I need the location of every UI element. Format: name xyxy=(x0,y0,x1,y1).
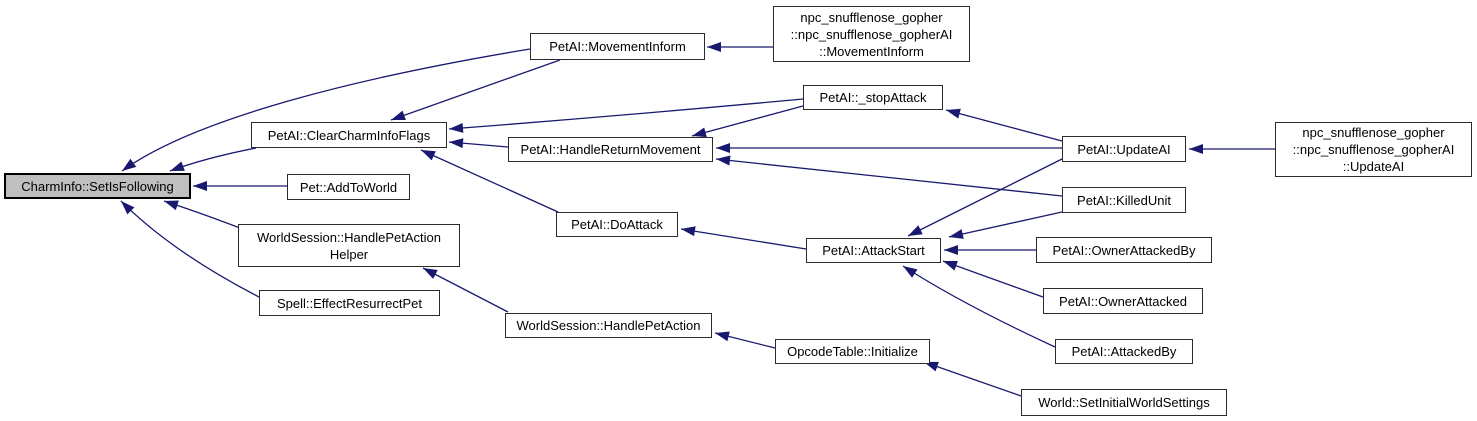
graph-node-petai-killedunit[interactable]: PetAI::KilledUnit xyxy=(1062,187,1186,213)
arrowhead-petai-attackedby--to--petai-attackstart xyxy=(903,266,918,278)
arrowhead-petai-clearcharminfoflags--to--charminfo-setisfollowing xyxy=(170,161,185,171)
node-label: npc_snufflenose_gopher xyxy=(1302,125,1445,140)
node-label: Spell::EffectResurrectPet xyxy=(277,295,422,311)
edge-petai-stopattack--to--petai-clearcharminfoflags xyxy=(448,98,804,130)
node-label: PetAI::OwnerAttacked xyxy=(1059,293,1187,309)
arrowhead-petai-doattack--to--petai-clearcharminfoflags xyxy=(421,150,436,161)
arrowhead-worldsession-handlepetactionhelper--to--charminfo-setisfollowing xyxy=(164,200,179,211)
node-label: npc_snufflenose_gopher xyxy=(800,9,943,25)
graph-node-petai-doattack[interactable]: PetAI::DoAttack xyxy=(556,212,678,237)
edge-worldsession-handlepetaction--to--worldsession-handlepetactionhelper xyxy=(422,267,509,313)
edge-petai-attackstart--to--petai-doattack xyxy=(680,228,807,250)
edge-petai-killedunit--to--petai-handlereturnmovement xyxy=(715,158,1063,197)
node-label: ::npc_snufflenose_gopherAI xyxy=(1292,142,1455,157)
graph-node-opcodetable-initialize[interactable]: OpcodeTable::Initialize xyxy=(775,339,930,364)
arrowhead-spell-effectresurrectpet--to--charminfo-setisfollowing xyxy=(121,201,135,215)
arrowhead-petai-movementinform--to--petai-clearcharminfoflags xyxy=(391,110,406,121)
graph-node-npc-snufflenose-gopher-movementinform[interactable]: npc_snufflenose_gopher::npc_snufflenose_… xyxy=(773,6,970,62)
node-label: ::npc_snufflenose_gopherAI xyxy=(790,26,953,42)
graph-node-spell-effectresurrectpet[interactable]: Spell::EffectResurrectPet xyxy=(259,290,440,316)
node-label: PetAI::MovementInform xyxy=(549,39,686,54)
node-label: ::UpdateAI xyxy=(1342,159,1405,174)
edge-petai-updateai--to--petai-stopattack xyxy=(945,109,1063,142)
arrowhead-worldsession-handlepetaction--to--worldsession-handlepetactionhelper xyxy=(423,268,438,279)
node-label: PetAI::UpdateAI xyxy=(1077,141,1171,157)
node-label: PetAI::AttackStart xyxy=(822,243,925,258)
edge-spell-effectresurrectpet--to--charminfo-setisfollowing xyxy=(120,200,260,298)
arrowhead-petai-ownerattacked--to--petai-attackstart xyxy=(943,261,958,271)
node-label: World::SetInitialWorldSettings xyxy=(1038,395,1210,410)
node-label: PetAI::DoAttack xyxy=(571,217,663,232)
node-label: WorldSession::HandlePetAction xyxy=(256,229,442,245)
arrowhead-npc-snufflenose-gopher-movementinform--to--petai-movementinform xyxy=(707,42,721,52)
arrowhead-petai-updateai--to--petai-handlereturnmovement xyxy=(716,143,730,153)
arrowhead-petai-killedunit--to--petai-handlereturnmovement xyxy=(716,155,731,166)
graph-node-npc-snufflenose-gopher-updateai[interactable]: npc_snufflenose_gopher::npc_snufflenose_… xyxy=(1275,122,1472,177)
node-label: Pet::AddToWorld xyxy=(299,179,398,195)
graph-node-petai-movementinform[interactable]: PetAI::MovementInform xyxy=(530,33,705,60)
graph-node-petai-clearcharminfoflags[interactable]: PetAI::ClearCharmInfoFlags xyxy=(251,122,447,148)
arrowhead-pet-addtoworld--to--charminfo-setisfollowing xyxy=(193,181,207,191)
edge-petai-movementinform--to--charminfo-setisfollowing xyxy=(121,48,531,172)
arrowhead-petai-killedunit--to--petai-attackstart xyxy=(949,229,964,239)
graph-node-petai-attackstart[interactable]: PetAI::AttackStart xyxy=(806,238,941,263)
graph-node-petai-handlereturnmovement[interactable]: PetAI::HandleReturnMovement xyxy=(508,137,713,162)
edge-petai-stopattack--to--petai-handlereturnmovement xyxy=(691,105,804,137)
arrowhead-petai-ownerattackedby--to--petai-attackstart xyxy=(944,245,958,255)
edge-petai-updateai--to--petai-attackstart xyxy=(907,158,1063,237)
graph-node-world-setinitialworldsettings[interactable]: World::SetInitialWorldSettings xyxy=(1021,389,1227,416)
node-label: WorldSession::HandlePetAction xyxy=(516,318,701,333)
arrowhead-opcodetable-initialize--to--worldsession-handlepetaction xyxy=(715,331,730,342)
node-label: PetAI::AttackedBy xyxy=(1071,344,1177,359)
edge-petai-doattack--to--petai-clearcharminfoflags xyxy=(420,149,559,213)
node-label: OpcodeTable::Initialize xyxy=(787,344,918,359)
graph-node-pet-addtoworld[interactable]: Pet::AddToWorld xyxy=(287,174,410,200)
graph-node-petai-updateai[interactable]: PetAI::UpdateAI xyxy=(1062,136,1186,162)
node-label: PetAI::ClearCharmInfoFlags xyxy=(267,127,431,143)
graph-node-charminfo-setisfollowing: CharmInfo::SetIsFollowing xyxy=(4,173,191,199)
node-label: ::MovementInform xyxy=(819,43,924,59)
node-label: PetAI::HandleReturnMovement xyxy=(520,142,701,157)
node-label: PetAI::KilledUnit xyxy=(1077,192,1171,208)
arrowhead-petai-updateai--to--petai-stopattack xyxy=(946,108,961,119)
arrowhead-npc-snufflenose-gopher-updateai--to--petai-updateai xyxy=(1189,144,1203,154)
edge-petai-killedunit--to--petai-attackstart xyxy=(948,211,1063,238)
edge-petai-attackedby--to--petai-attackstart xyxy=(902,265,1056,348)
edge-world-setinitialworldsettings--to--opcodetable-initialize xyxy=(923,361,1022,397)
node-label: Helper xyxy=(329,246,369,262)
graph-node-petai-attackedby[interactable]: PetAI::AttackedBy xyxy=(1055,339,1193,364)
edge-petai-ownerattacked--to--petai-attackstart xyxy=(942,260,1044,298)
arrowhead-petai-attackstart--to--petai-doattack xyxy=(681,226,696,237)
graph-node-petai-ownerattackedby[interactable]: PetAI::OwnerAttackedBy xyxy=(1036,237,1212,263)
arrowhead-petai-stopattack--to--petai-handlereturnmovement xyxy=(692,127,707,138)
node-label: PetAI::_stopAttack xyxy=(819,90,927,105)
arrowhead-world-setinitialworldsettings--to--opcodetable-initialize xyxy=(924,361,939,372)
node-label: CharmInfo::SetIsFollowing xyxy=(21,178,174,194)
graph-node-worldsession-handlepetaction[interactable]: WorldSession::HandlePetAction xyxy=(505,313,712,338)
node-label: PetAI::OwnerAttackedBy xyxy=(1052,242,1196,258)
graph-node-petai-ownerattacked[interactable]: PetAI::OwnerAttacked xyxy=(1043,288,1203,314)
arrowhead-petai-updateai--to--petai-attackstart xyxy=(908,225,923,236)
edge-petai-movementinform--to--petai-clearcharminfoflags xyxy=(390,59,561,121)
arrowhead-petai-movementinform--to--charminfo-setisfollowing xyxy=(122,158,137,171)
graph-node-petai-stopattack[interactable]: PetAI::_stopAttack xyxy=(803,85,943,110)
arrowhead-petai-handlereturnmovement--to--petai-clearcharminfoflags xyxy=(449,138,464,149)
arrowhead-petai-stopattack--to--petai-clearcharminfoflags xyxy=(449,122,464,133)
